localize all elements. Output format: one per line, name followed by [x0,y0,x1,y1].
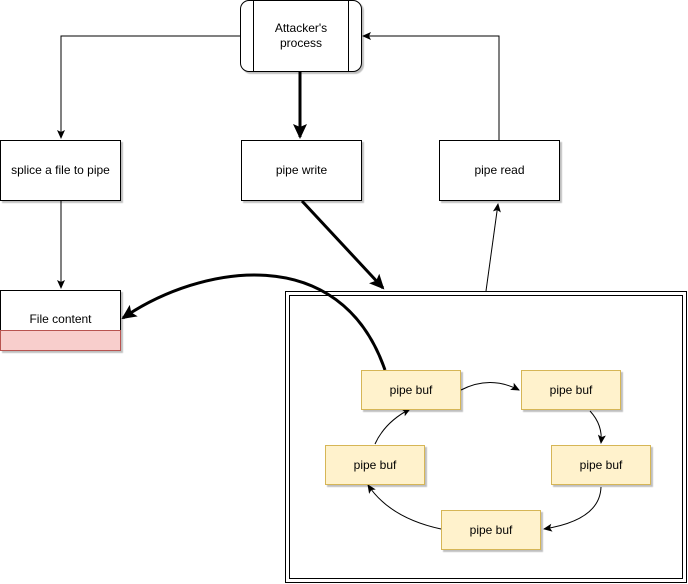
pipe-buf-label: pipe buf [469,522,513,537]
attacker-process-node: Attacker's process [240,0,362,72]
file-content-label: File content [29,312,92,326]
arrow-buf2-to-buf3 [589,410,606,444]
file-content-page-strip [0,330,121,351]
pipe-read-node: pipe read [439,140,560,201]
arrow-buf3-to-buf4 [543,486,602,532]
pipe-read-label: pipe read [474,163,525,177]
splice-node: splice a file to pipe [0,140,121,201]
arrow-buf4-to-buf5 [367,484,442,530]
arrow-attacker-to-splice [57,35,240,139]
pipe-write-label: pipe write [275,163,328,177]
pipe-buf-label: pipe buf [353,457,397,472]
arrow-buf1-to-buf2 [460,382,520,391]
file-content-body: File content [0,290,121,330]
splice-label: splice a file to pipe [11,163,110,177]
arrow-pipe-read-to-attacker [362,32,500,140]
arrow-buf5-to-buf1 [374,408,411,445]
pipe-buf-node-1: pipe buf [361,370,461,410]
pipe-buf-node-5: pipe buf [325,445,425,485]
pipe-buf-node-4: pipe buf [441,510,541,550]
pipe-buf-label: pipe buf [579,457,623,472]
pipe-buf-node-3: pipe buf [551,445,651,485]
pipe-container-outer [285,291,687,583]
arrow-container-to-pipe-read [485,203,501,292]
pipe-buf-label: pipe buf [389,382,433,397]
arrow-pipe-write-to-container [300,199,385,290]
arrow-pipe-buf-to-file [121,273,387,371]
pipe-container-inner [289,295,683,579]
pipe-buf-label: pipe buf [549,382,593,397]
pipe-write-node: pipe write [241,140,362,201]
attacker-process-label: Attacker's process [274,21,328,50]
pipe-buf-node-2: pipe buf [521,370,621,410]
file-content-node: File content [0,290,121,351]
